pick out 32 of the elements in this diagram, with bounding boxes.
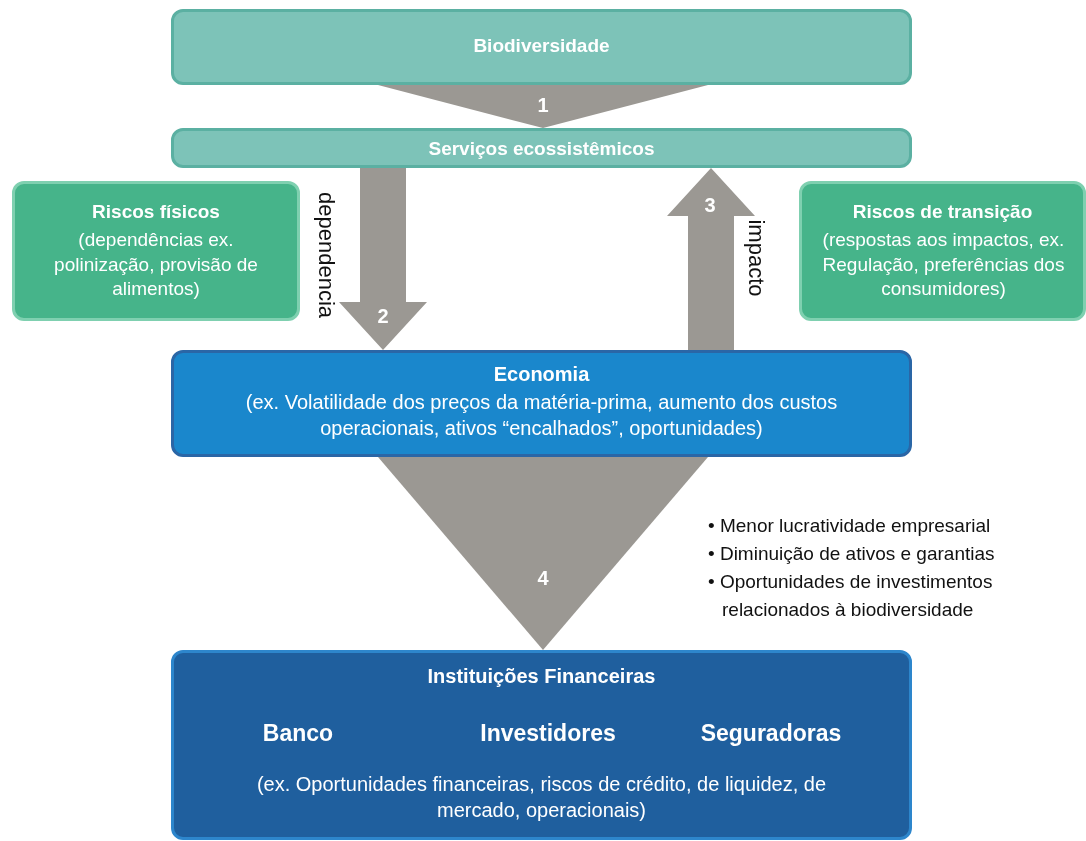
group-heading: Investidores: [479, 719, 617, 748]
box-heading: Biodiversidade: [472, 34, 611, 58]
box-heading: Riscos físicos: [91, 200, 221, 224]
block-arrow: [378, 457, 708, 650]
bullet-item: • Oportunidades de investimentos relacionados à biodiversidade: [708, 570, 994, 622]
edge-label: impacto: [743, 219, 769, 297]
group-heading: Banco: [261, 719, 335, 748]
group-heading: Seguradoras: [699, 719, 843, 748]
box-text: (ex. Volatilidade dos preços da matéria-prima, aumento dos custos operacionais, ativos “encalhados”, oportunidades): [244, 390, 839, 441]
risk-box: [12, 181, 300, 321]
box-text: (dependências ex. polinização, provisão de alimentos): [53, 228, 259, 302]
step-number: 1: [537, 93, 549, 117]
box-text: (ex. Oportunidades financeiras, riscos de crédito, de liquidez, de mercado, operacionais): [255, 772, 828, 823]
risk-box: [799, 181, 1086, 321]
box-heading: Serviços ecossistêmicos: [427, 137, 656, 161]
block-arrow: [378, 85, 708, 128]
box-heading: Riscos de transição: [851, 200, 1034, 224]
block-arrow: [339, 168, 427, 350]
bullet-item: • Diminuição de ativos e garantias: [708, 542, 996, 566]
process-box: [171, 128, 912, 168]
step-number: 3: [704, 193, 716, 217]
bullet-item: • Menor lucratividade empresarial: [708, 514, 992, 538]
step-number: 2: [377, 304, 389, 328]
step-number: 4: [537, 566, 549, 590]
box-heading: Economia: [492, 362, 591, 387]
institution-box: [171, 650, 912, 840]
economy-box: [171, 350, 912, 457]
box-heading: Instituições Financeiras: [426, 664, 657, 689]
block-arrow: [667, 168, 755, 350]
box-text: (respostas aos impactos, ex. Regulação, preferências dos consumidores): [821, 228, 1066, 302]
edge-label: dependencia: [313, 192, 339, 318]
title-box: [171, 9, 912, 85]
